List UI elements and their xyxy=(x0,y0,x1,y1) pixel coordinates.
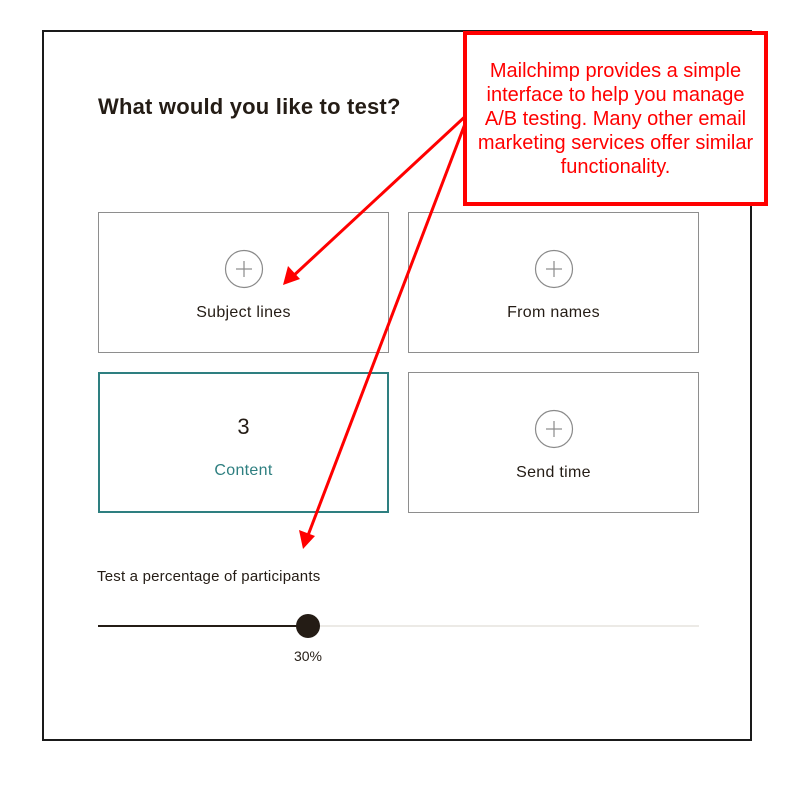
annotation-text: Mailchimp provides a simple interface to… xyxy=(477,59,754,178)
option-send-time[interactable]: Send time xyxy=(408,372,699,513)
plus-circle-icon xyxy=(534,249,573,289)
option-label: Send time xyxy=(516,464,591,481)
slider-handle[interactable] xyxy=(296,614,320,638)
plus-circle-icon xyxy=(224,249,263,289)
option-content[interactable]: 3 Content xyxy=(98,372,389,513)
option-label: Subject lines xyxy=(196,304,291,321)
option-subject-lines[interactable]: Subject lines xyxy=(98,212,389,353)
slider-value: 30% xyxy=(293,648,323,664)
option-from-names[interactable]: From names xyxy=(408,212,699,353)
participants-slider[interactable] xyxy=(98,614,699,638)
option-label: Content xyxy=(214,462,273,479)
option-label: From names xyxy=(507,304,600,321)
slider-label: Test a percentage of participants xyxy=(97,568,321,585)
annotation-callout: Mailchimp provides a simple interface to… xyxy=(463,31,768,206)
variation-count: 3 xyxy=(237,414,250,439)
plus-circle-icon xyxy=(534,409,573,449)
slider-fill xyxy=(98,625,308,627)
page-title: What would you like to test? xyxy=(98,94,401,119)
